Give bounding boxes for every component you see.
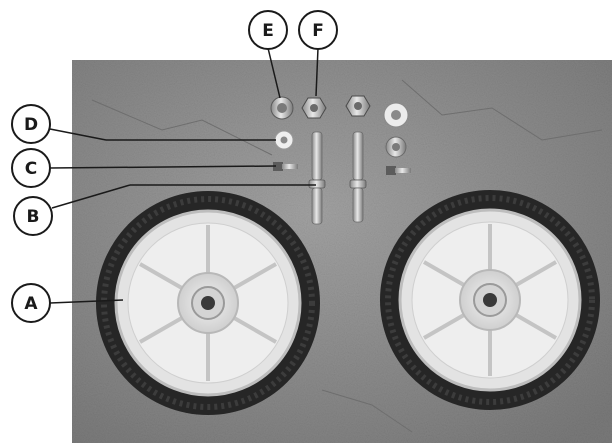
callout-a-label: A bbox=[24, 294, 38, 314]
leader-line-b bbox=[51, 184, 131, 209]
washer-small-right bbox=[385, 136, 407, 158]
washer-large-left bbox=[270, 96, 294, 120]
leader-line-f bbox=[315, 47, 319, 97]
callout-b: B bbox=[13, 196, 53, 236]
callout-c-label: C bbox=[25, 159, 37, 179]
bolt-right bbox=[386, 166, 411, 175]
callout-e-label: E bbox=[262, 21, 274, 41]
axle-right bbox=[349, 131, 367, 223]
callout-d-label: D bbox=[24, 115, 38, 135]
wheel-right bbox=[380, 190, 600, 410]
callout-a: A bbox=[11, 283, 51, 323]
floor-crack bbox=[401, 79, 603, 141]
axle-left bbox=[308, 131, 326, 225]
nut-left bbox=[301, 97, 327, 119]
callout-d: D bbox=[11, 104, 51, 144]
callout-c: C bbox=[11, 148, 51, 188]
floor-crack bbox=[321, 389, 413, 433]
leader-line-c bbox=[49, 165, 277, 169]
washer-large-right bbox=[383, 102, 409, 128]
callout-f-label: F bbox=[312, 21, 324, 41]
wheel-left bbox=[96, 191, 320, 415]
bolt-left bbox=[273, 162, 298, 171]
callout-b-label: B bbox=[27, 207, 40, 227]
leader-line-a bbox=[49, 299, 124, 304]
callout-e: E bbox=[248, 10, 288, 50]
leader-line-d bbox=[49, 128, 107, 141]
parts-photo bbox=[72, 60, 612, 443]
nut-right bbox=[345, 95, 371, 117]
callout-f: F bbox=[298, 10, 338, 50]
floor-crack bbox=[91, 99, 273, 156]
leader-line-e bbox=[267, 47, 281, 99]
